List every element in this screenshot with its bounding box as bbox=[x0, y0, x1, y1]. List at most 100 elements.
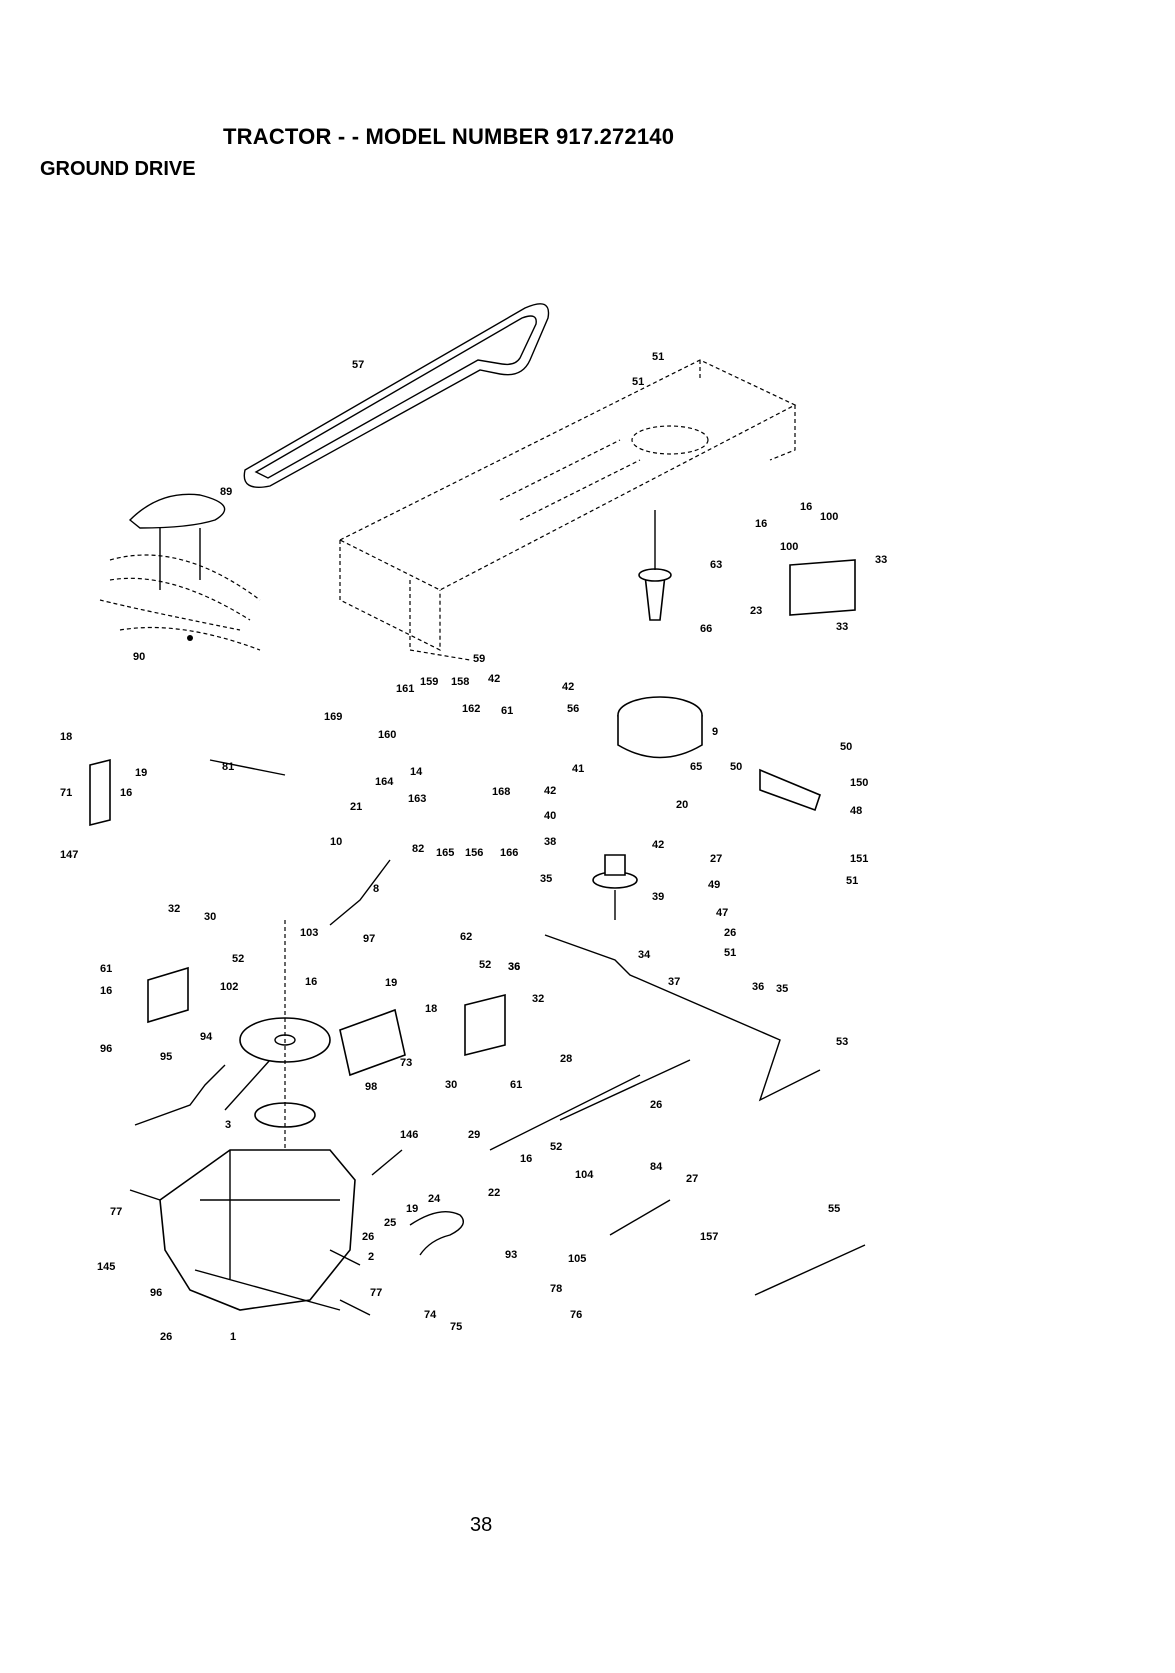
callout-37: 37 bbox=[668, 976, 680, 988]
callout-89: 89 bbox=[220, 486, 232, 498]
callout-52: 52 bbox=[232, 953, 244, 965]
callout-90: 90 bbox=[133, 651, 145, 663]
callout-23: 23 bbox=[750, 605, 762, 617]
transaxle bbox=[129, 1149, 371, 1316]
callout-84: 84 bbox=[650, 1161, 663, 1173]
callout-105: 105 bbox=[568, 1253, 586, 1265]
callout-94: 94 bbox=[200, 1031, 213, 1043]
callout-36: 36 bbox=[508, 961, 520, 973]
callout-93: 93 bbox=[505, 1249, 517, 1261]
callout-8: 8 bbox=[373, 883, 379, 895]
callout-95: 95 bbox=[160, 1051, 172, 1063]
callout-16: 16 bbox=[305, 976, 317, 988]
callout-41: 41 bbox=[572, 763, 584, 775]
callout-50: 50 bbox=[840, 741, 852, 753]
callout-100: 100 bbox=[780, 541, 798, 553]
brackets bbox=[89, 559, 856, 1077]
callout-100: 100 bbox=[820, 511, 838, 523]
page-title: TRACTOR - - MODEL NUMBER 917.272140 bbox=[223, 124, 675, 149]
callout-39: 39 bbox=[652, 891, 664, 903]
callout-26: 26 bbox=[724, 927, 736, 939]
callout-9: 9 bbox=[712, 726, 718, 738]
callout-27: 27 bbox=[686, 1173, 698, 1185]
section-title: GROUND DRIVE bbox=[40, 158, 196, 180]
callout-51: 51 bbox=[846, 875, 858, 887]
callout-98: 98 bbox=[365, 1081, 377, 1093]
callout-150: 150 bbox=[850, 777, 868, 789]
callout-21: 21 bbox=[350, 801, 362, 813]
callout-160: 160 bbox=[378, 729, 396, 741]
callout-30: 30 bbox=[445, 1079, 457, 1091]
callout-146: 146 bbox=[400, 1129, 418, 1141]
callout-32: 32 bbox=[532, 993, 544, 1005]
callout-51: 51 bbox=[632, 376, 644, 388]
callout-81: 81 bbox=[222, 761, 234, 773]
callout-28: 28 bbox=[560, 1053, 572, 1065]
callout-38: 38 bbox=[544, 836, 556, 848]
callout-40: 40 bbox=[544, 810, 556, 822]
callout-169: 169 bbox=[324, 711, 342, 723]
callout-52: 52 bbox=[550, 1141, 562, 1153]
linkages bbox=[134, 759, 866, 1296]
callout-76: 76 bbox=[570, 1309, 582, 1321]
callout-63: 63 bbox=[710, 559, 722, 571]
callout-2: 2 bbox=[368, 1251, 374, 1263]
callout-52: 52 bbox=[479, 959, 491, 971]
callout-145: 145 bbox=[97, 1261, 115, 1273]
callout-19: 19 bbox=[385, 977, 397, 989]
fender-area bbox=[99, 493, 261, 651]
callout-82: 82 bbox=[412, 843, 424, 855]
callout-16: 16 bbox=[755, 518, 767, 530]
callout-19: 19 bbox=[406, 1203, 418, 1215]
callout-56: 56 bbox=[567, 703, 579, 715]
callout-156: 156 bbox=[465, 847, 483, 859]
callout-71: 71 bbox=[60, 787, 72, 799]
callout-27: 27 bbox=[710, 853, 722, 865]
callout-77: 77 bbox=[370, 1287, 382, 1299]
callout-162: 162 bbox=[462, 703, 480, 715]
callout-29: 29 bbox=[468, 1129, 480, 1141]
callout-16: 16 bbox=[800, 501, 812, 513]
callout-3: 3 bbox=[225, 1119, 231, 1131]
callout-25: 25 bbox=[384, 1217, 396, 1229]
callout-166: 166 bbox=[500, 847, 518, 859]
callout-59: 59 bbox=[473, 653, 485, 665]
callout-10: 10 bbox=[330, 836, 342, 848]
callout-159: 159 bbox=[420, 676, 438, 688]
callout-33: 33 bbox=[875, 554, 887, 566]
callout-26: 26 bbox=[160, 1331, 172, 1343]
callout-42: 42 bbox=[652, 839, 664, 851]
callout-16: 16 bbox=[520, 1153, 532, 1165]
tractor-frame bbox=[338, 359, 797, 661]
callout-66: 66 bbox=[700, 623, 712, 635]
callout-22: 22 bbox=[488, 1187, 500, 1199]
callout-50: 50 bbox=[730, 761, 742, 773]
callout-42: 42 bbox=[544, 785, 556, 797]
drive-belt bbox=[243, 303, 550, 488]
callout-61: 61 bbox=[100, 963, 112, 975]
callout-51: 51 bbox=[724, 947, 736, 959]
callout-16: 16 bbox=[100, 985, 112, 997]
callout-102: 102 bbox=[220, 981, 238, 993]
callout-62: 62 bbox=[460, 931, 472, 943]
callout-42: 42 bbox=[488, 673, 500, 685]
callout-34: 34 bbox=[638, 949, 651, 961]
callout-57: 57 bbox=[352, 359, 364, 371]
callout-158: 158 bbox=[451, 676, 469, 688]
callout-61: 61 bbox=[510, 1079, 522, 1091]
callout-30: 30 bbox=[204, 911, 216, 923]
callout-163: 163 bbox=[408, 793, 426, 805]
page-number: 38 bbox=[470, 1514, 493, 1536]
callout-164: 164 bbox=[375, 776, 394, 788]
callout-73: 73 bbox=[400, 1057, 412, 1069]
callout-74: 74 bbox=[424, 1309, 437, 1321]
callout-75: 75 bbox=[450, 1321, 462, 1333]
callout-32: 32 bbox=[168, 903, 180, 915]
callout-19: 19 bbox=[135, 767, 147, 779]
callout-151: 151 bbox=[850, 853, 868, 865]
callout-53: 53 bbox=[836, 1036, 848, 1048]
callout-161: 161 bbox=[396, 683, 414, 695]
callout-165: 165 bbox=[436, 847, 454, 859]
callout-48: 48 bbox=[850, 805, 862, 817]
